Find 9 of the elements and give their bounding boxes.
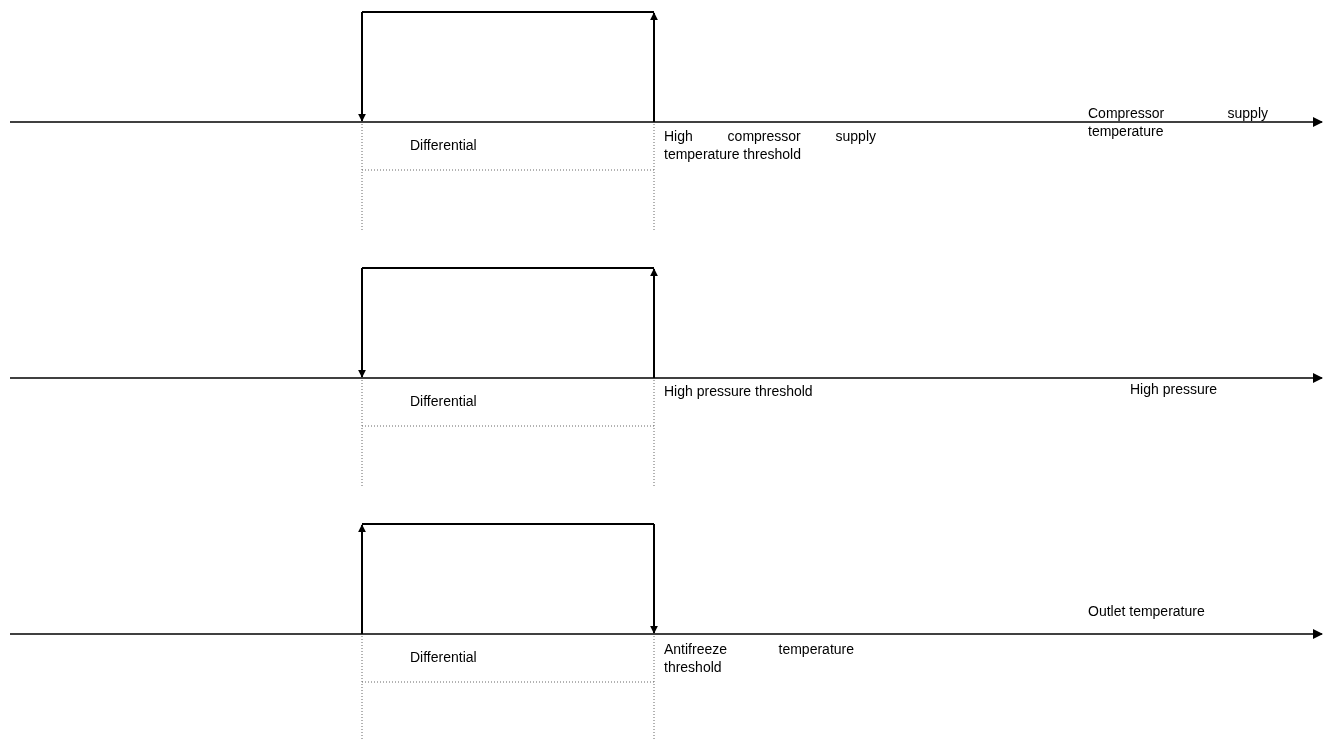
threshold-label: High pressure threshold [664,382,814,400]
differential-label: Differential [410,392,477,410]
axis-label: Compressor supply temperature [1088,104,1268,140]
axis-label: High pressure [1130,380,1219,398]
differential-label: Differential [410,136,477,154]
axis-label: Outlet temperature [1088,602,1206,620]
threshold-label: High compressor supply temperature threshold [664,127,876,163]
differential-label: Differential [410,648,477,666]
threshold-label: Antifreeze temperature threshold [664,640,854,676]
